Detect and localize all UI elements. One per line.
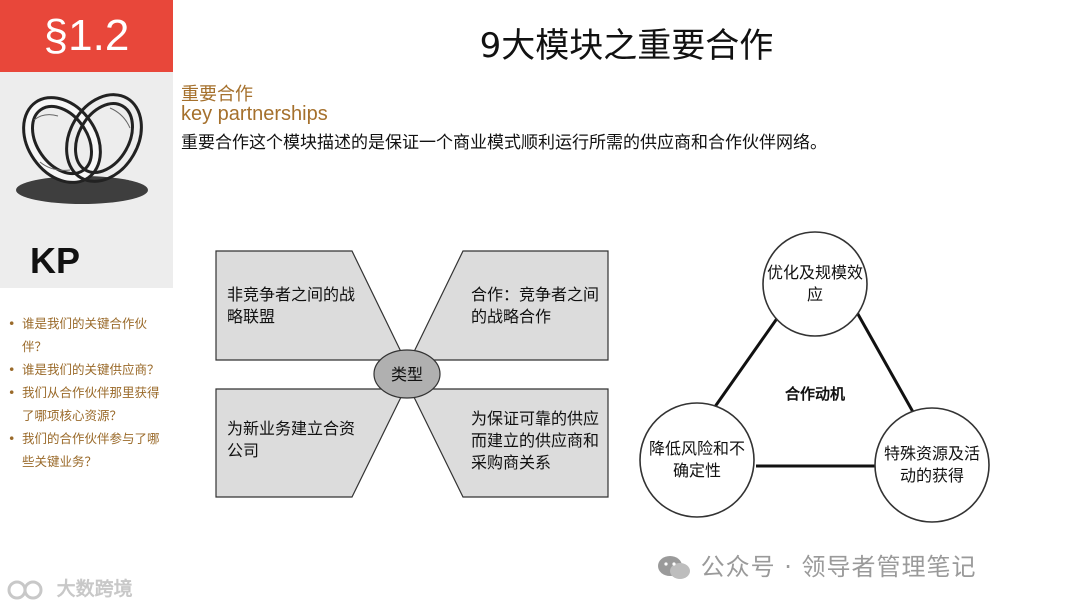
- motive-node-risk-reduction: 降低风险和不确定性: [648, 439, 745, 480]
- watermark-text: 公众号 · 领导者管理笔记: [700, 553, 977, 581]
- section-description: 重要合作这个模块描述的是保证一个商业模式顺利运行所需的供应商和合作伙伴网络。: [181, 133, 827, 153]
- motive-node-resource-acquisition: 特殊资源及活动的获得: [883, 444, 980, 485]
- brand-watermark: 大数跨境: [6, 574, 133, 601]
- question-item: 谁是我们的关键合作伙伴？: [4, 312, 169, 358]
- type-center-label: 类型: [390, 365, 423, 384]
- page-title: 9大模块之重要合作: [479, 26, 774, 66]
- question-item: 我们从合作伙伴那里获得了哪项核心资源？: [4, 381, 169, 427]
- wechat-icon: [658, 556, 690, 579]
- motive-node-optimization: 优化及规模效应: [766, 263, 863, 304]
- type-box-coopetition: 合作：竞争者之间的战略合作: [471, 285, 600, 326]
- linked-rings-icon: [16, 93, 148, 204]
- sidebar: §1.2 KP 谁是我们的关键合作伙伴？ 谁是我们的关键供应商？ 我们从合作伙伴…: [0, 0, 173, 607]
- section-title-en: key partnerships: [181, 103, 328, 125]
- wechat-watermark: 公众号 · 领导者管理笔记: [656, 547, 977, 582]
- module-abbreviation: KP: [30, 240, 81, 281]
- motive-center-label: 合作动机: [784, 385, 845, 403]
- type-box-supplier-relation: 为保证可靠的供应而建立的供应商和采购商关系: [471, 409, 600, 472]
- question-item: 谁是我们的关键供应商？: [4, 358, 169, 381]
- kp-panel: KP: [0, 72, 173, 288]
- brand-text: 大数跨境: [56, 578, 133, 600]
- motive-edge: [848, 299, 924, 429]
- brand-logo-icon: [7, 580, 43, 599]
- type-box-joint-venture: 为新业务建立合资公司: [227, 419, 356, 460]
- key-questions-list: 谁是我们的关键合作伙伴？ 谁是我们的关键供应商？ 我们从合作伙伴那里获得了哪项核…: [4, 312, 169, 473]
- section-title-cn: 重要合作: [181, 84, 253, 105]
- question-item: 我们的合作伙伴参与了哪些关键业务？: [4, 427, 169, 473]
- type-box-noncompetitor-alliance: 非竞争者之间的战略联盟: [227, 285, 356, 326]
- section-number-badge: §1.2: [0, 0, 173, 72]
- motive-edge: [698, 299, 792, 429]
